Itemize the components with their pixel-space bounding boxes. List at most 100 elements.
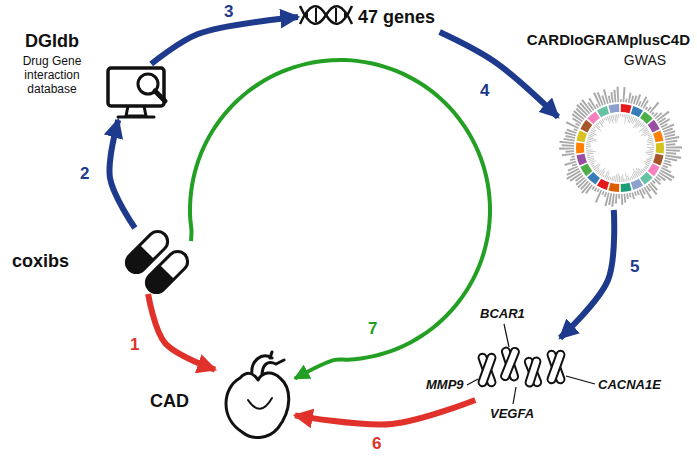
circos-bar bbox=[646, 153, 653, 155]
circos-bar bbox=[649, 102, 659, 114]
circos-bar bbox=[564, 161, 576, 166]
circos-bar bbox=[608, 96, 611, 104]
circos-bar bbox=[573, 128, 577, 131]
circos-bar bbox=[647, 143, 654, 145]
circos-bar bbox=[587, 156, 594, 159]
circos-bar bbox=[586, 142, 590, 144]
capsule-outline bbox=[142, 247, 191, 296]
circos-bar bbox=[565, 150, 574, 152]
circos-bar bbox=[592, 128, 597, 132]
circos-segment bbox=[597, 179, 609, 190]
heart-vessel bbox=[248, 398, 272, 409]
circos-bar bbox=[611, 176, 613, 181]
circos-bar bbox=[568, 166, 579, 172]
circos-bar bbox=[666, 146, 682, 148]
circos-bar bbox=[648, 134, 652, 136]
circos-bar bbox=[617, 173, 619, 182]
circos-bar bbox=[652, 145, 654, 146]
direct-association-arrow bbox=[295, 400, 475, 424]
gene-label: CACNA1E bbox=[598, 377, 661, 392]
circos-bar bbox=[648, 157, 652, 159]
circos-bar bbox=[624, 114, 627, 123]
circos-segment bbox=[631, 106, 643, 117]
circos-bar bbox=[624, 194, 627, 203]
circos-bar bbox=[559, 141, 574, 144]
heart-body bbox=[226, 373, 289, 438]
monitor-stand bbox=[126, 106, 146, 116]
circos-bar bbox=[605, 117, 607, 121]
circos-bar bbox=[647, 150, 654, 152]
circos-bar bbox=[607, 116, 611, 124]
circos-bar bbox=[666, 140, 678, 143]
circos-segment bbox=[587, 172, 600, 184]
circos-bar bbox=[612, 115, 614, 121]
gene-label: MMP9 bbox=[426, 377, 464, 392]
circos-segment bbox=[648, 120, 660, 133]
circos-bar bbox=[629, 116, 632, 123]
circos-bar bbox=[622, 114, 623, 117]
circos-bar bbox=[651, 112, 654, 115]
circos-bar bbox=[592, 164, 598, 169]
circos-bar bbox=[587, 138, 597, 141]
circos-bar bbox=[601, 171, 605, 177]
circos-bar bbox=[648, 141, 654, 143]
circos-segment bbox=[653, 131, 663, 143]
circos-bar bbox=[666, 143, 676, 145]
circos-bar bbox=[629, 193, 632, 198]
dna-strand bbox=[300, 6, 352, 24]
circos-plot bbox=[559, 87, 682, 207]
chromosome-icon bbox=[524, 356, 543, 387]
circos-bar bbox=[633, 171, 637, 178]
circos-bar bbox=[636, 170, 640, 176]
circos-bar bbox=[597, 122, 600, 125]
circos-bar bbox=[602, 175, 604, 178]
database-node: DGIdbDrug Gene interaction database bbox=[105, 64, 171, 120]
callout-number: 1 bbox=[128, 336, 141, 354]
circos-bar bbox=[567, 129, 577, 134]
circos-segment bbox=[597, 106, 609, 117]
circos-bar bbox=[586, 146, 591, 147]
circos-bar bbox=[602, 191, 605, 195]
leader-line bbox=[566, 376, 595, 384]
circos-bar bbox=[645, 152, 654, 154]
chromatid bbox=[546, 350, 565, 385]
circos-bar bbox=[587, 155, 590, 157]
callout-number: 2 bbox=[78, 165, 91, 183]
circos-bar bbox=[586, 150, 593, 151]
circos-bar bbox=[618, 114, 619, 118]
circos-bar bbox=[621, 194, 623, 205]
circos-bar bbox=[666, 149, 680, 151]
circos-bar bbox=[642, 127, 647, 131]
circos-segment bbox=[577, 154, 587, 166]
circos-bar bbox=[657, 174, 666, 181]
circos-bar bbox=[627, 115, 629, 119]
gene-leader-lines bbox=[467, 324, 595, 404]
circos-segment bbox=[608, 104, 619, 113]
circos-bar bbox=[624, 179, 625, 182]
circos-segment bbox=[631, 179, 643, 190]
circos-bar bbox=[650, 156, 653, 158]
circos-bar bbox=[603, 89, 609, 104]
circos-bar bbox=[617, 87, 619, 102]
circos-bar bbox=[586, 151, 596, 153]
circos-bar bbox=[586, 153, 593, 155]
node-subtitle: Drug Gene interaction database bbox=[2, 54, 102, 96]
circos-bar bbox=[624, 114, 625, 117]
circos-bar bbox=[648, 136, 652, 138]
circos-segment bbox=[653, 154, 663, 166]
step-arrow bbox=[110, 120, 135, 228]
circos-bar bbox=[562, 153, 575, 156]
circos-bar bbox=[620, 114, 621, 116]
leader-line bbox=[513, 387, 516, 404]
circos-bar bbox=[588, 137, 597, 141]
leader-line bbox=[467, 379, 478, 385]
circos-bar bbox=[625, 99, 627, 103]
circos-bar bbox=[559, 148, 574, 150]
circos-bar bbox=[594, 187, 598, 191]
node-title: CAD bbox=[150, 390, 189, 412]
circos-bar bbox=[654, 178, 661, 185]
circos-bar bbox=[606, 172, 610, 179]
